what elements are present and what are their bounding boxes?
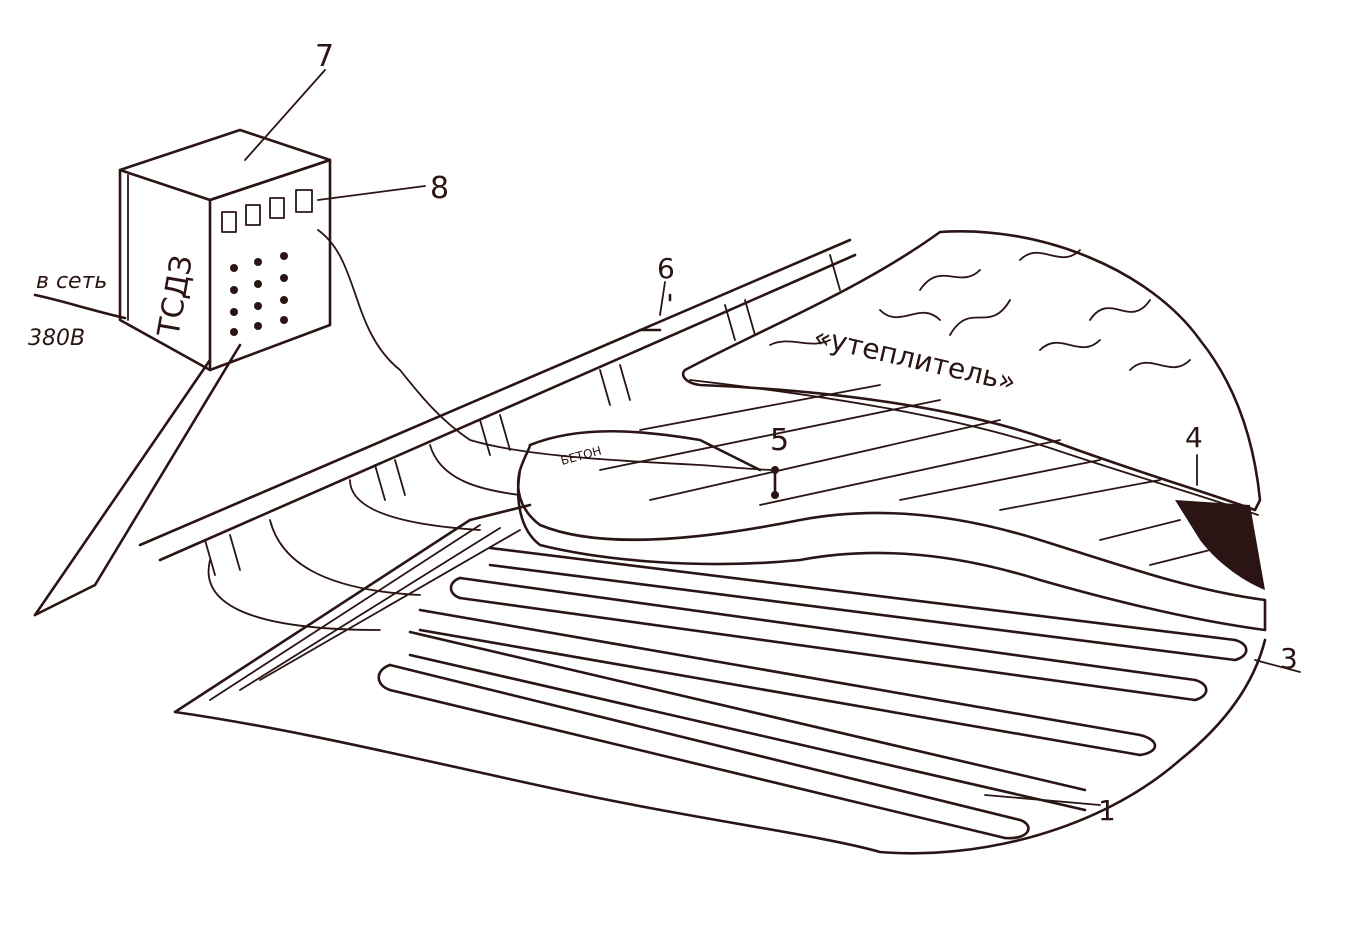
insulation-label: «утеплитель» <box>810 320 1019 399</box>
display-window-2 <box>245 204 261 226</box>
supply-label-2: 380В <box>28 326 85 351</box>
box-side-label: ТСДЗ <box>151 253 200 341</box>
leader-6 <box>659 281 666 316</box>
ground-outline <box>173 503 1267 855</box>
label-6: 6 <box>657 252 675 285</box>
leader-3 <box>1254 659 1301 673</box>
label-4: 4 <box>1185 421 1203 454</box>
display-window-4 <box>295 189 313 213</box>
label-1: 1 <box>1098 794 1116 827</box>
tail-wires <box>207 444 521 631</box>
display-window-1 <box>221 211 237 233</box>
label-3: 3 <box>1280 642 1298 675</box>
panel-knobs <box>230 252 288 336</box>
insulation-edge <box>689 379 1259 516</box>
supply-cable <box>33 293 127 320</box>
concrete-slab <box>516 429 1267 632</box>
temperature-sensor <box>771 466 779 499</box>
insulation-waves <box>769 249 1191 371</box>
label-5: 5 <box>770 423 789 458</box>
concrete-hatch <box>599 384 1231 566</box>
display-window-3 <box>269 197 285 219</box>
ground-edge-lines <box>209 524 521 701</box>
leader-1 <box>984 794 1101 806</box>
concrete-label: БЕТОН <box>559 444 603 468</box>
supply-label-1: в сеть <box>36 269 107 294</box>
insulation-blanket <box>681 230 1262 512</box>
supply-rail <box>33 238 857 617</box>
heating-cable <box>377 546 1248 840</box>
sensor-wire <box>317 229 776 471</box>
leader-8 <box>317 185 426 201</box>
control-panel <box>221 189 313 336</box>
cable-termination <box>1175 500 1265 590</box>
label-7: 7 <box>315 39 334 74</box>
label-8: 8 <box>430 171 449 206</box>
leader-7 <box>244 69 326 161</box>
